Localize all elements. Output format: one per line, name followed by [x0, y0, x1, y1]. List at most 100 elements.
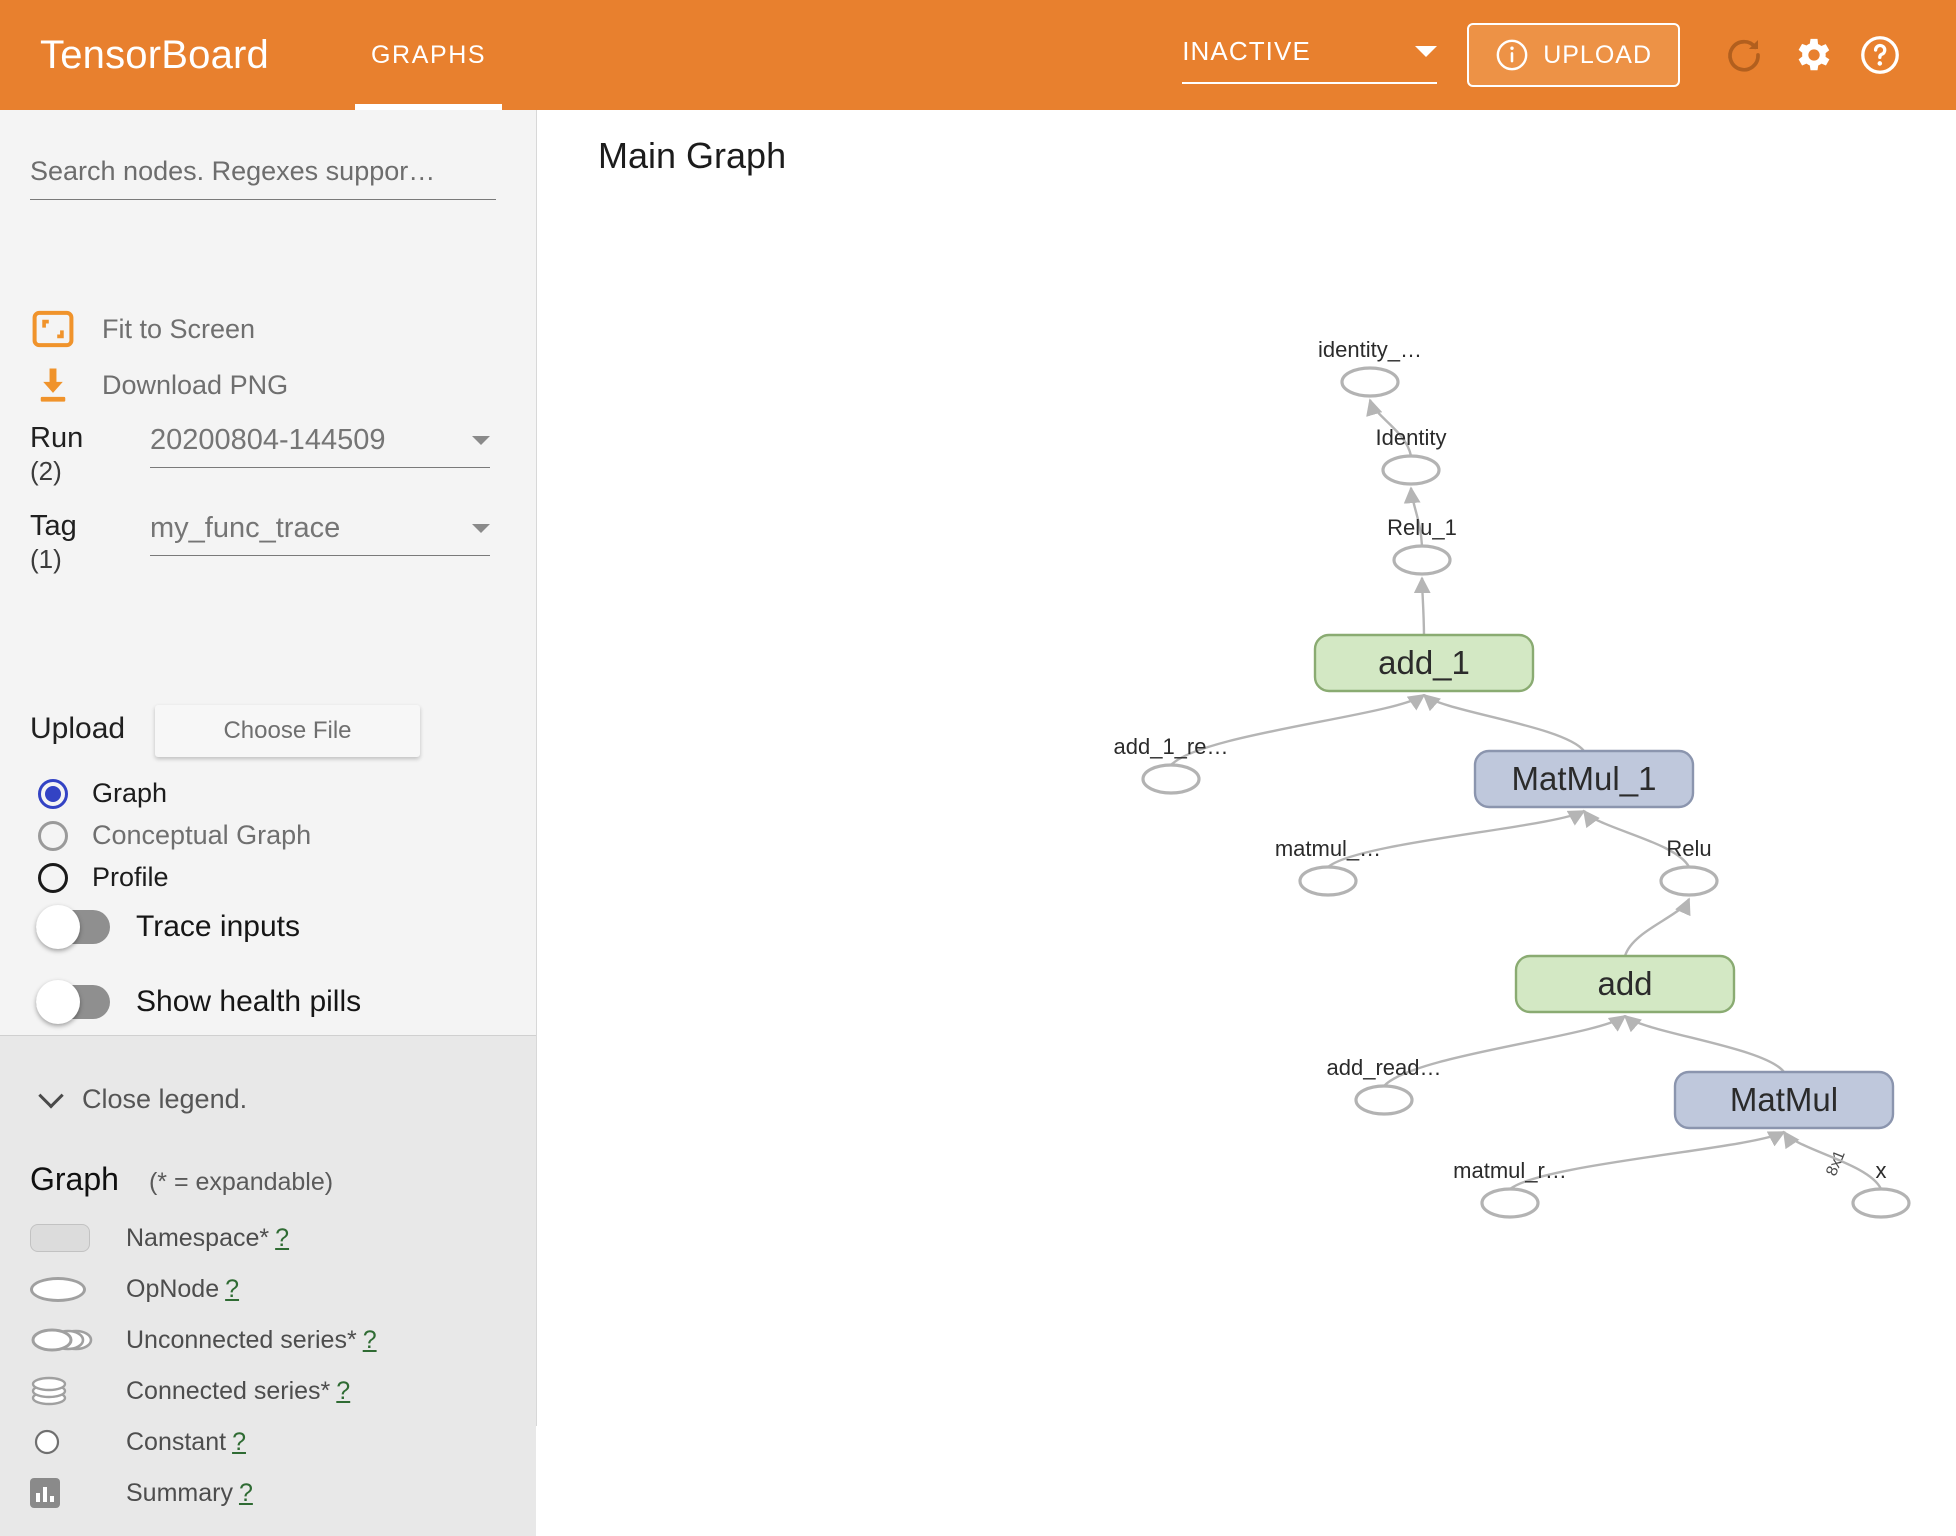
- graph-edge: [1509, 1130, 1786, 1190]
- legend-help-summary[interactable]: ?: [238, 1478, 253, 1507]
- legend-item-connected-series: Connected series*?: [30, 1372, 500, 1410]
- sidebar: Fit to Screen Download PNG Run (2) 20200…: [0, 110, 537, 1536]
- legend-help-constant[interactable]: ?: [232, 1427, 246, 1456]
- run-label: Run: [30, 422, 84, 454]
- summary-shape-icon: [30, 1478, 98, 1508]
- chevron-down-icon: [472, 436, 490, 445]
- legend-help-namespace[interactable]: ?: [275, 1223, 290, 1252]
- graph-node-MatMul_1[interactable]: MatMul_1: [1473, 749, 1695, 809]
- upload-button[interactable]: UPLOAD: [1467, 23, 1680, 87]
- radio-graph[interactable]: Graph: [38, 778, 167, 809]
- graph-node-label: MatMul: [1730, 1081, 1838, 1118]
- upload-button-label: UPLOAD: [1543, 40, 1652, 69]
- download-png-label: Download PNG: [102, 369, 289, 400]
- info-icon: [1496, 39, 1528, 71]
- legend-panel: Close legend. Graph (* = expandable) Nam…: [0, 1035, 536, 1536]
- upload-field: Upload: [30, 710, 125, 748]
- radio-conceptual-graph[interactable]: Conceptual Graph: [38, 820, 311, 851]
- run-value: 20200804-144509: [150, 424, 386, 456]
- graph-edge: [1422, 693, 1585, 752]
- radio-profile-indicator: [38, 862, 68, 893]
- constant-shape-icon: [30, 1427, 98, 1457]
- radio-graph-indicator: [38, 778, 68, 809]
- graph-node-add[interactable]: add: [1514, 954, 1736, 1014]
- legend-title: Graph: [30, 1161, 119, 1197]
- chevron-down-icon: [1415, 45, 1438, 57]
- run-status-label: INACTIVE: [1182, 35, 1311, 66]
- graph-node-label: Relu: [1666, 836, 1711, 861]
- download-png-button[interactable]: Download PNG: [30, 362, 288, 408]
- graph-node-label: add_1: [1378, 644, 1470, 681]
- legend-item-opnode-label: OpNode: [126, 1274, 220, 1303]
- legend-item-namespace: Namespace*?: [30, 1219, 500, 1257]
- close-legend-button[interactable]: Close legend.: [38, 1082, 247, 1115]
- graph-edge: [1623, 897, 1691, 957]
- graph-edges: 8x1: [1170, 398, 1883, 1190]
- legend-item-unconnected-series-label: Unconnected series*: [126, 1325, 357, 1354]
- run-status-dropdown[interactable]: INACTIVE: [1182, 26, 1438, 84]
- tag-select[interactable]: my_func_trace: [150, 512, 490, 556]
- legend-item-summary: Summary?: [30, 1474, 500, 1512]
- refresh-icon: [1728, 39, 1760, 72]
- upload-label: Upload: [30, 712, 126, 745]
- help-icon: [1861, 36, 1899, 74]
- graph-node-MatMul[interactable]: MatMul: [1673, 1070, 1895, 1130]
- radio-conceptual-graph-indicator: [38, 820, 68, 851]
- graph-node-matmul_1_read[interactable]: matmul_…: [1275, 836, 1381, 897]
- graph-edge: [1413, 576, 1431, 636]
- graph-node-label: MatMul_1: [1512, 760, 1657, 797]
- graph-edge: [1383, 1015, 1627, 1087]
- legend-header: Graph (* = expandable): [30, 1161, 333, 1198]
- help-button[interactable]: [1846, 21, 1914, 89]
- header-actions: INACTIVE UPLOAD: [1182, 21, 1914, 89]
- fit-to-screen-button[interactable]: Fit to Screen: [30, 306, 255, 352]
- unconnected-series-shape-icon: [30, 1324, 98, 1356]
- choose-file-button[interactable]: Choose File: [155, 705, 420, 757]
- graph-node-label: matmul_r…: [1453, 1158, 1567, 1183]
- graph-edge: [1170, 694, 1426, 766]
- graph-edge: [1366, 398, 1413, 457]
- gear-icon: [1798, 38, 1830, 71]
- settings-button[interactable]: [1778, 21, 1846, 89]
- graph-node-Identity[interactable]: Identity: [1376, 425, 1447, 486]
- radio-graph-label: Graph: [92, 778, 168, 808]
- graph-node-label: add_1_re…: [1114, 734, 1229, 759]
- tag-label: Tag: [30, 510, 77, 542]
- chevron-down-icon: [38, 1082, 64, 1108]
- run-select[interactable]: 20200804-144509: [150, 424, 490, 468]
- graph-node-label: add: [1597, 965, 1652, 1002]
- legend-help-opnode[interactable]: ?: [225, 1274, 240, 1303]
- legend-help-unconnected-series[interactable]: ?: [362, 1325, 377, 1354]
- graph-node-Relu[interactable]: Relu: [1659, 836, 1719, 897]
- graph-node-label: x: [1876, 1158, 1887, 1183]
- toggle-show-health-pills[interactable]: Show health pills: [36, 980, 361, 1024]
- graph-edge: [1623, 1014, 1785, 1073]
- graph-node-identity_1[interactable]: identity_…: [1318, 337, 1422, 398]
- graph-node-label: Identity: [1376, 425, 1447, 450]
- graph-node-x[interactable]: x: [1851, 1158, 1911, 1219]
- graph-edge: [1582, 809, 1691, 868]
- fit-to-screen-icon: [32, 310, 74, 348]
- tag-field: Tag (1) my_func_trace: [30, 508, 490, 575]
- graph-node-matmul_read[interactable]: matmul_r…: [1453, 1158, 1567, 1219]
- graph-node-add_1_read[interactable]: add_1_re…: [1114, 734, 1229, 795]
- tag-value: my_func_trace: [150, 512, 341, 544]
- legend-help-connected-series[interactable]: ?: [336, 1376, 351, 1405]
- tab-graphs[interactable]: GRAPHS: [347, 0, 510, 110]
- graph-node-Relu_1[interactable]: Relu_1: [1387, 515, 1457, 576]
- legend-item-connected-series-label: Connected series*: [126, 1376, 331, 1405]
- graph-node-add_1[interactable]: add_1: [1313, 633, 1535, 693]
- refresh-button[interactable]: [1710, 21, 1778, 89]
- search-input[interactable]: [30, 152, 496, 200]
- tag-count: (1): [30, 544, 62, 575]
- graph-node-add_read[interactable]: add_read…: [1327, 1055, 1442, 1116]
- run-field: Run (2) 20200804-144509: [30, 420, 490, 487]
- graph-title: Main Graph: [598, 135, 787, 176]
- toggle-trace-inputs[interactable]: Trace inputs: [36, 905, 300, 949]
- radio-profile[interactable]: Profile: [38, 862, 169, 893]
- legend-item-constant-label: Constant: [126, 1427, 227, 1456]
- search-field: [30, 152, 496, 200]
